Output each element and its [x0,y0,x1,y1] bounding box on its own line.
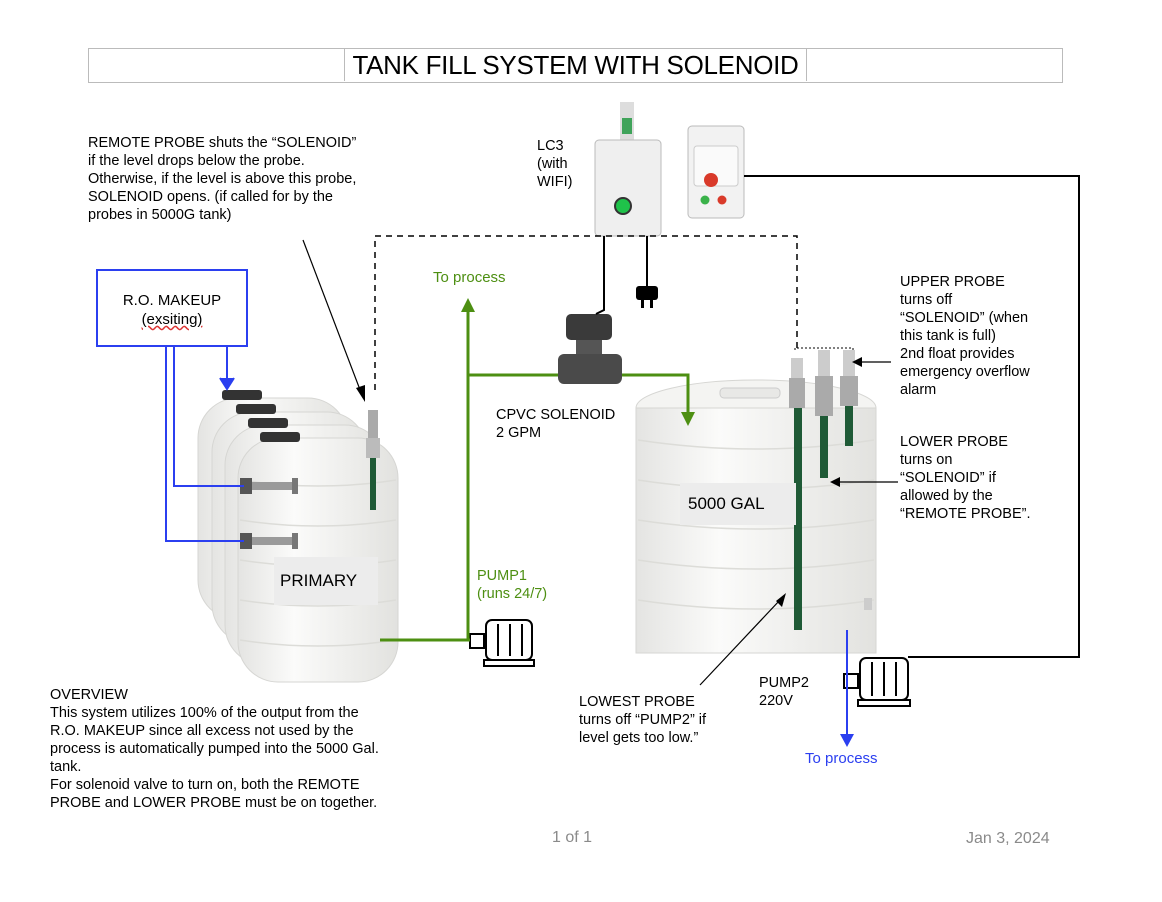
pump2-label: PUMP2 220V [759,675,809,709]
tank-5000-label: 5000 GAL [680,483,796,525]
motor-starter [687,125,745,219]
page-number: 1 of 1 [552,829,593,846]
power-plug-icon [636,286,658,308]
callout-pointers [302,239,898,686]
upper-probe-note: UPPER PROBE turns off “SOLENOID” (when t… [900,274,1030,398]
title-bar [88,48,1063,83]
control-lines [595,175,1080,658]
primary-tank-group [197,390,399,683]
dashed-lines [374,235,798,390]
cpvc-solenoid [558,314,622,384]
pump2-outlet-arrow [840,734,854,747]
pump1-icon [469,619,535,667]
green-lines [380,310,690,642]
upper-probe [840,350,858,446]
primary-valve-lower [240,533,298,549]
pump1-label: PUMP1 (runs 24/7) [477,568,548,602]
green-arrow-down [681,412,695,426]
overview-text: OVERVIEW This system utilizes 100% of th… [50,687,379,811]
green-arrow-up [461,298,475,312]
tank-probes [789,347,858,630]
lc3-controller [594,102,662,237]
to-process-top-label: To process [433,269,506,286]
lowest-probe-note: LOWEST PROBE turns off “PUMP2” if level … [579,694,707,746]
primary-tank-label: PRIMARY [274,557,378,605]
remote-probe-note: REMOTE PROBE shuts the “SOLENOID” if the… [88,135,357,223]
document-date: Jan 3, 2024 [966,830,1050,847]
lower-probe [815,350,833,478]
to-process-bottom-label: To process [805,750,878,767]
pump2-icon [843,657,911,707]
cpvc-solenoid-label: CPVC SOLENOID 2 GPM [496,407,616,441]
lc3-label: LC3 (with WIFI) [537,138,573,190]
ro-makeup-box: R.O. MAKEUP (exsiting) [96,269,248,347]
callout-arrowheads [356,357,862,607]
ro-lines [165,347,244,542]
lower-probe-note: LOWER PROBE turns on “SOLENOID” if allow… [900,434,1031,522]
remote-probe [366,410,380,510]
primary-valve-upper [240,478,298,494]
ro-makeup-sublabel: (exsiting) [141,311,203,328]
ro-makeup-label: R.O. MAKEUP [122,292,222,309]
lowest-probe [789,358,805,630]
page-title: TANK FILL SYSTEM WITH SOLENOID [344,48,807,81]
